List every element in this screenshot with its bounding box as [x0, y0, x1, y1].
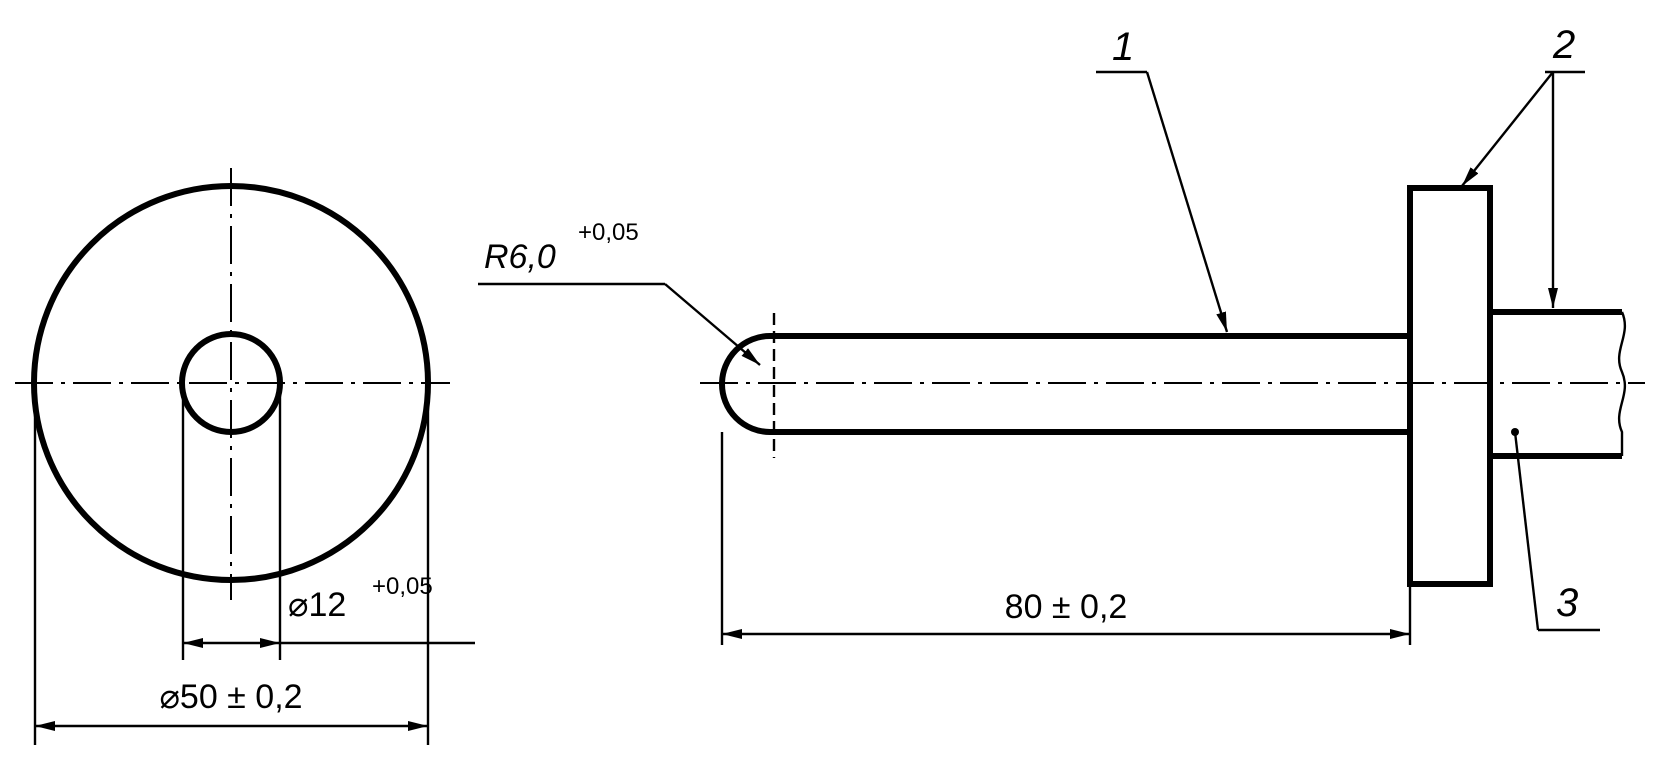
front-view: ⌀12 +0,05 ⌀50 ± 0,2: [15, 168, 475, 745]
callout-2-leader-flange: [1461, 71, 1554, 187]
outer-diameter-label: ⌀50 ± 0,2: [159, 678, 302, 716]
callout-1-leader: [1145, 71, 1229, 333]
flange-rect: [1407, 185, 1493, 587]
pin-rounded-tip: [719, 333, 771, 435]
inner-diameter-tolerance: +0,05: [372, 573, 433, 600]
shaft-break-line: [1617, 311, 1627, 456]
radius-leader-diagonal: [664, 283, 761, 366]
callout-3-leader: [1513, 431, 1540, 631]
radius-tolerance: +0,05: [578, 219, 639, 246]
radius-label: R6,0: [484, 238, 556, 276]
side-view: R6,0 +0,05 80 ± 0,2 1 2 3: [478, 23, 1645, 645]
callout-1-label: 1: [1112, 25, 1134, 69]
inner-diameter-label: ⌀12: [288, 586, 346, 624]
callout-3-label: 3: [1556, 581, 1578, 625]
callout-2-label: 2: [1552, 23, 1575, 67]
length-label: 80 ± 0,2: [1005, 588, 1128, 626]
